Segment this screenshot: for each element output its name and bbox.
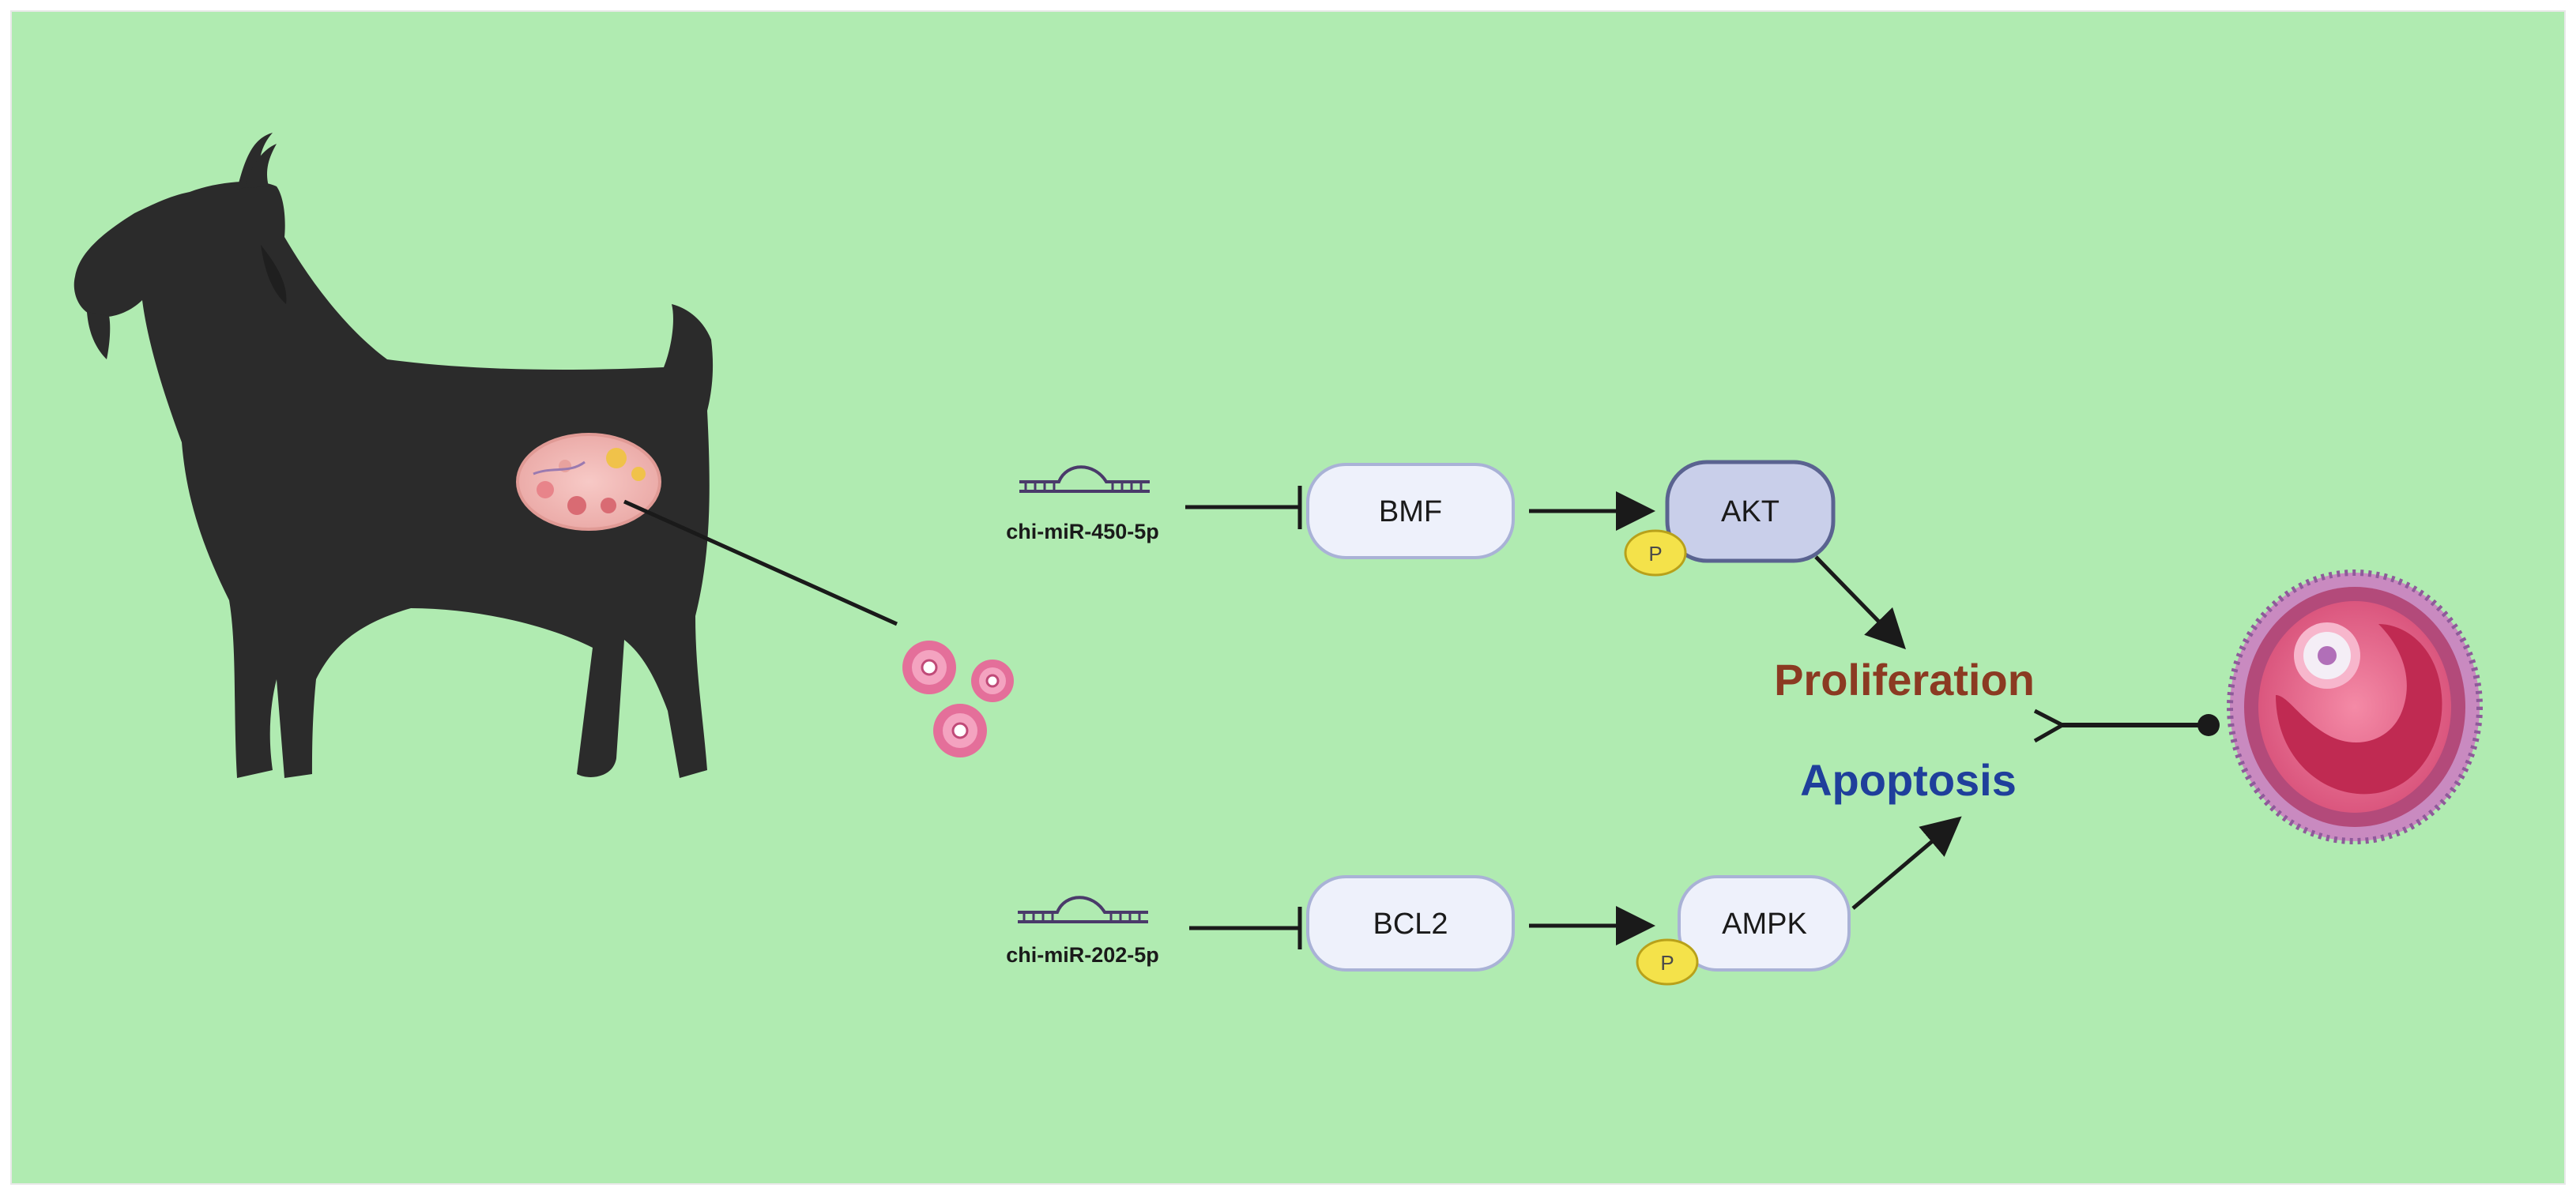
protein-box-akt: AKT <box>1665 460 1836 563</box>
ovary-body <box>516 433 661 531</box>
goat-horn <box>245 144 277 188</box>
cell-icon <box>902 641 956 694</box>
protein-box-ampk: AMPK <box>1678 875 1851 972</box>
protein-box-bcl2: BCL2 <box>1306 875 1515 972</box>
ovary-to-cells-line <box>623 499 898 626</box>
inhibition-arrow <box>1185 486 1302 529</box>
goat-icon <box>73 133 714 779</box>
granulosa-cells-icon <box>902 641 1014 757</box>
mirna-label: chi-miR-450-5p <box>1006 520 1159 543</box>
ovary-follicle <box>601 498 616 513</box>
output-connector <box>2033 708 2220 743</box>
mirna-hairpin-icon <box>1018 896 1148 923</box>
protein-label: BCL2 <box>1373 908 1448 941</box>
activation-arrow <box>1814 555 1906 650</box>
activation-arrow <box>1851 816 1962 910</box>
mirna-hairpin-icon <box>1019 465 1150 493</box>
svg-text:P: P <box>1648 542 1662 566</box>
protein-label: BMF <box>1379 495 1442 528</box>
apoptosis-label: Apoptosis <box>1800 755 2017 805</box>
cell-icon <box>971 660 1014 702</box>
ovary-vessel <box>533 460 586 475</box>
goat-horn <box>237 133 273 190</box>
phospho-badge: P <box>1624 529 1687 577</box>
svg-text:P: P <box>1660 951 1674 975</box>
goat-body <box>73 181 714 779</box>
inhibition-arrow <box>1189 907 1302 949</box>
ovary-follicle <box>631 467 646 481</box>
ovary-icon <box>516 433 661 531</box>
protein-label: AKT <box>1721 495 1779 528</box>
goat-beard <box>87 312 111 359</box>
protein-box-bmf: BMF <box>1306 463 1515 559</box>
proliferation-label: Proliferation <box>1774 655 2035 705</box>
cell-icon <box>933 704 987 757</box>
goat-ear <box>261 245 287 304</box>
ovary-follicle <box>567 496 586 515</box>
ovary-follicle <box>537 481 554 498</box>
protein-label: AMPK <box>1722 908 1807 941</box>
mirna-label: chi-miR-202-5p <box>1006 943 1159 967</box>
follicle-icon <box>2227 569 2483 844</box>
phospho-badge: P <box>1636 938 1699 986</box>
ovary-follicle <box>606 448 627 468</box>
